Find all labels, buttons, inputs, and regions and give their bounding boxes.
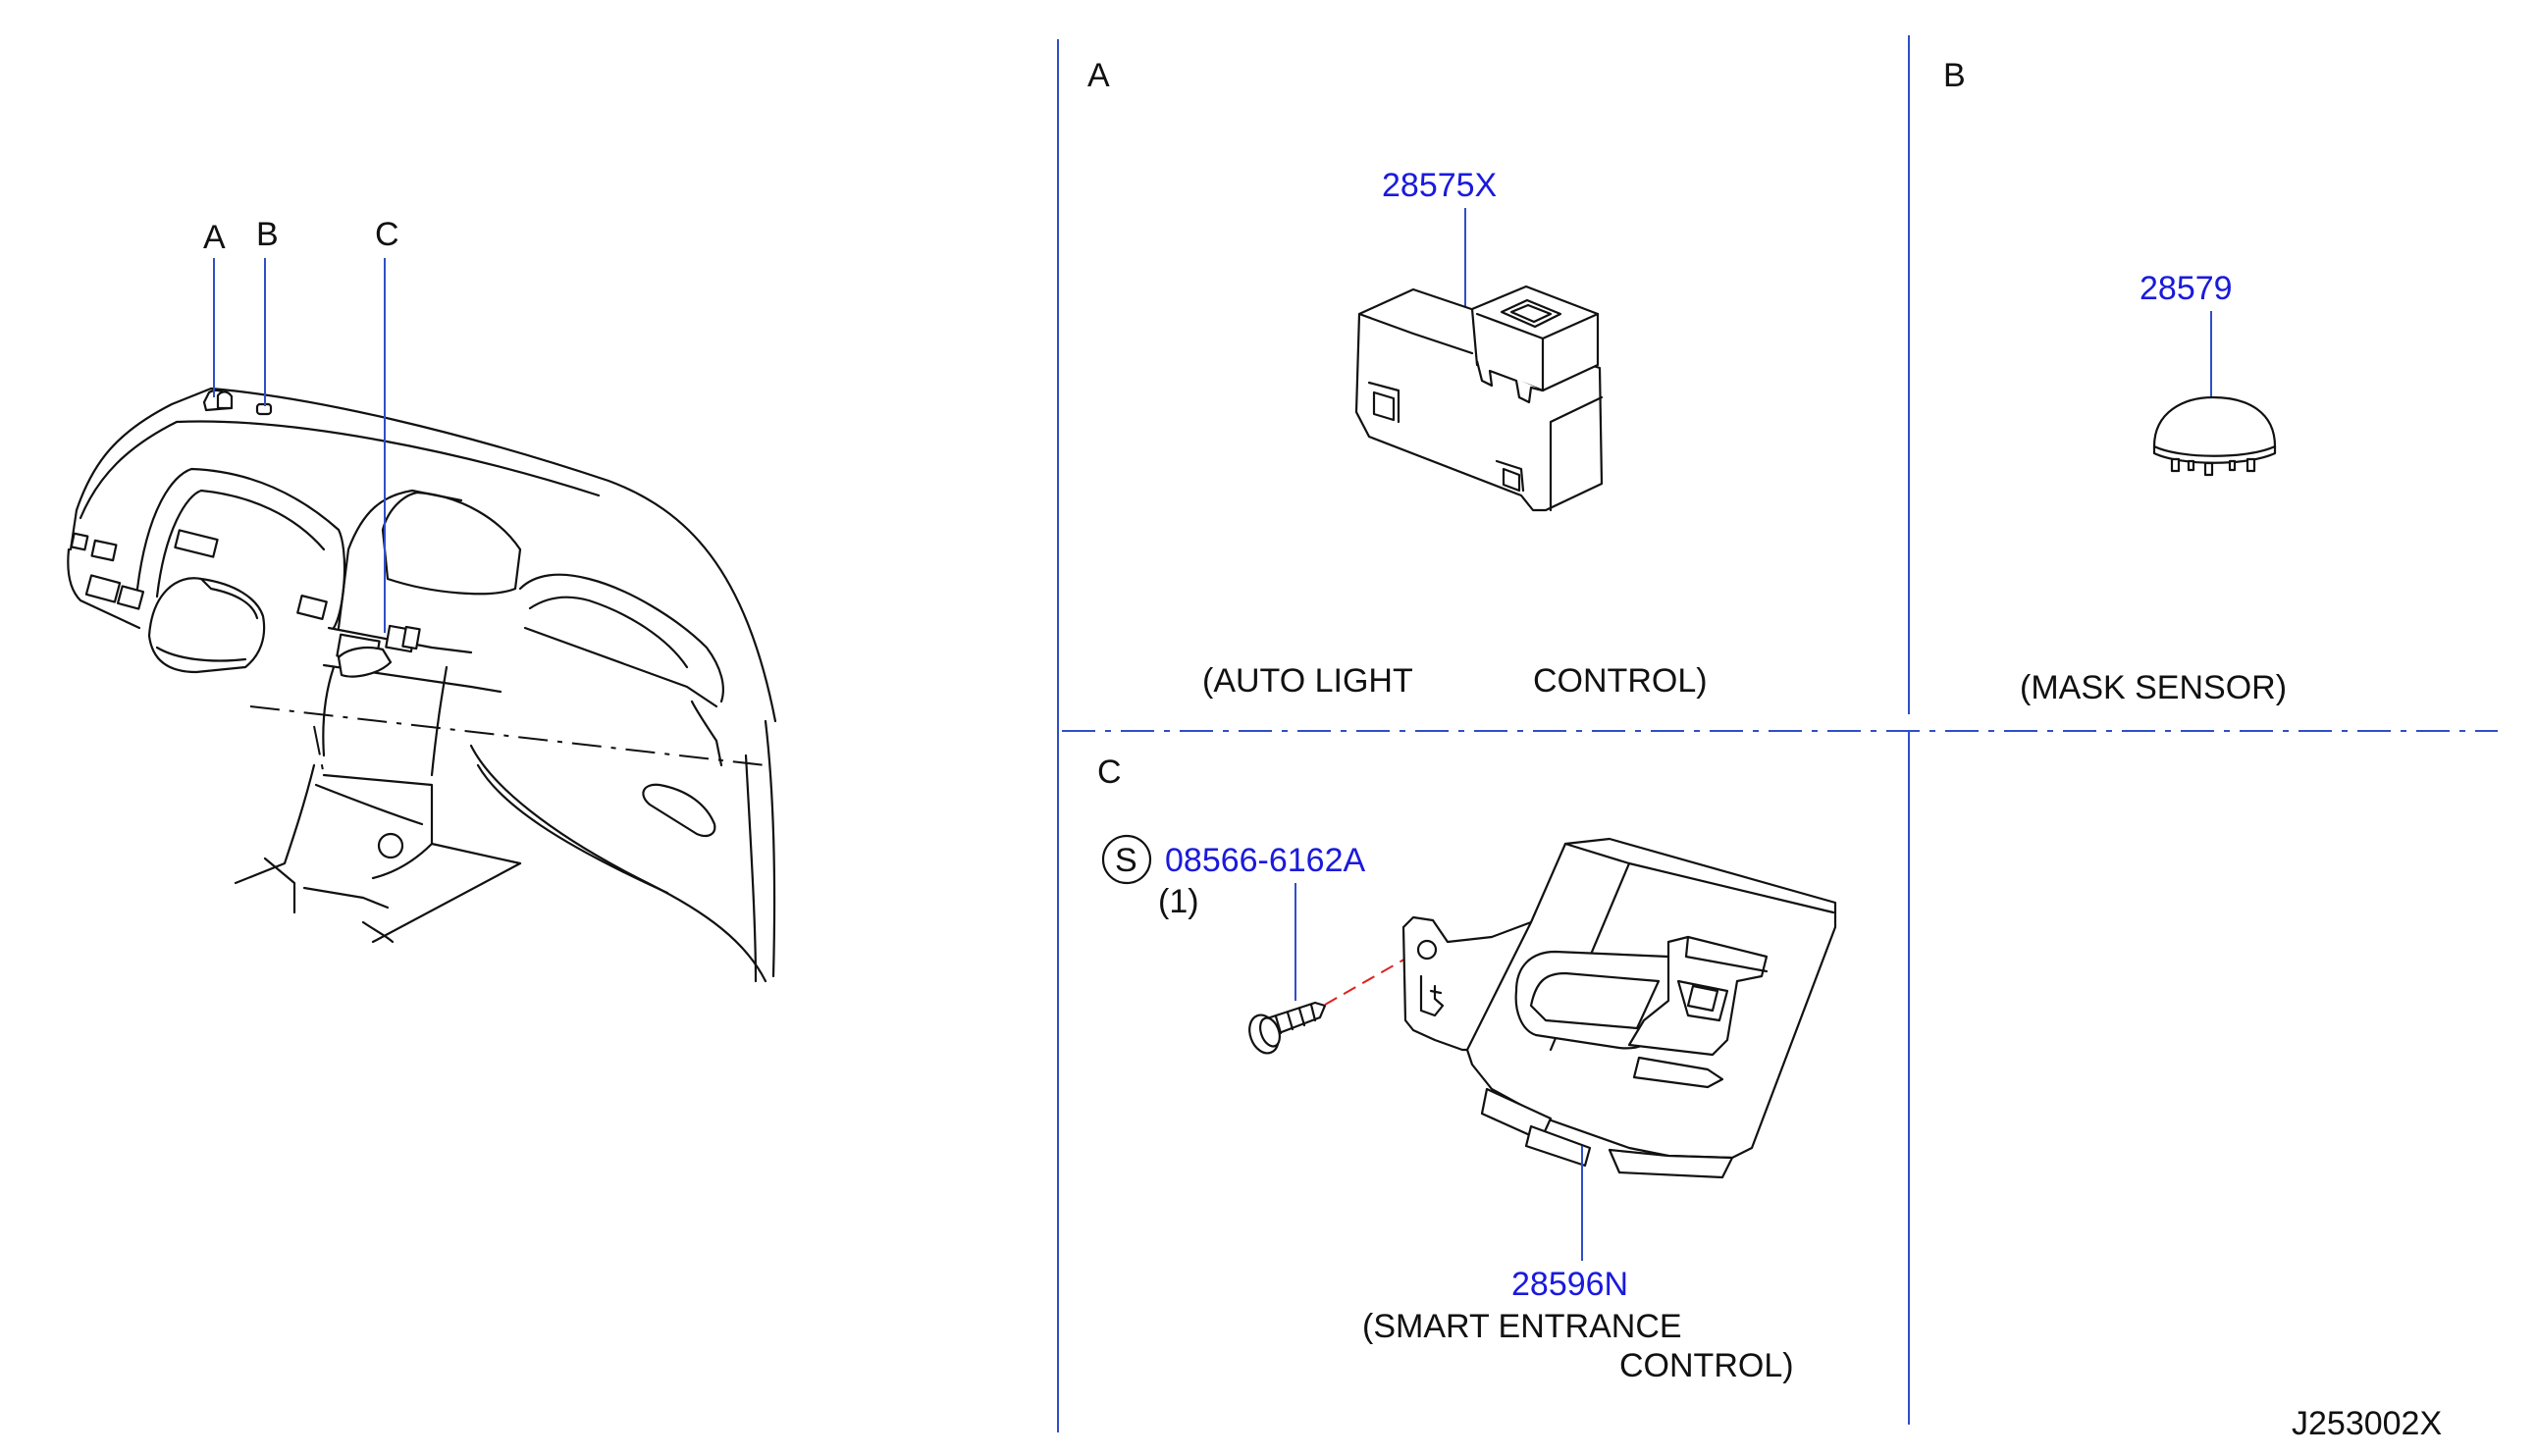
caption-auto-light: (AUTO LIGHT bbox=[1202, 662, 1413, 700]
diagram-code: J253002X bbox=[2292, 1405, 2442, 1442]
overview-callouts: A B C bbox=[203, 216, 399, 633]
callout-a: A bbox=[203, 219, 226, 256]
section-c-letter: C bbox=[1097, 754, 1122, 791]
section-b: B 28579 (MASK SENSOR) bbox=[1943, 57, 2287, 706]
callout-c: C bbox=[375, 216, 399, 253]
caption-control-c: CONTROL) bbox=[1619, 1347, 1794, 1384]
screw-symbol-circle bbox=[1101, 834, 1152, 885]
section-a: A 28575X (AUTO LIGHT CONTROL) bbox=[1087, 57, 1708, 700]
part-number-28575x: 28575X bbox=[1382, 167, 1497, 204]
section-dividers bbox=[1057, 35, 2498, 1432]
screw-drawing bbox=[1248, 1001, 1327, 1055]
part-number-08566-6162a: 08566-6162A bbox=[1165, 842, 1366, 879]
part-number-28596n: 28596N bbox=[1511, 1266, 1628, 1303]
caption-mask-sensor: (MASK SENSOR) bbox=[2020, 669, 2287, 706]
callout-b: B bbox=[256, 216, 279, 253]
section-b-letter: B bbox=[1943, 57, 1966, 94]
screw-quantity: (1) bbox=[1158, 883, 1199, 920]
smart-entrance-control-drawing bbox=[1401, 837, 1837, 1179]
auto-light-control-unit-drawing bbox=[1354, 285, 1604, 512]
dashboard-overview-drawing bbox=[67, 387, 777, 983]
section-a-letter: A bbox=[1087, 57, 1110, 94]
mask-sensor-drawing bbox=[2152, 395, 2277, 477]
section-c: C S 08566-6162A (1) bbox=[1097, 754, 1837, 1384]
part-number-28579: 28579 bbox=[2140, 270, 2233, 307]
caption-control-a: CONTROL) bbox=[1533, 662, 1708, 700]
screw-symbol-s: S bbox=[1115, 842, 1137, 879]
caption-smart-entrance: (SMART ENTRANCE bbox=[1362, 1308, 1682, 1345]
